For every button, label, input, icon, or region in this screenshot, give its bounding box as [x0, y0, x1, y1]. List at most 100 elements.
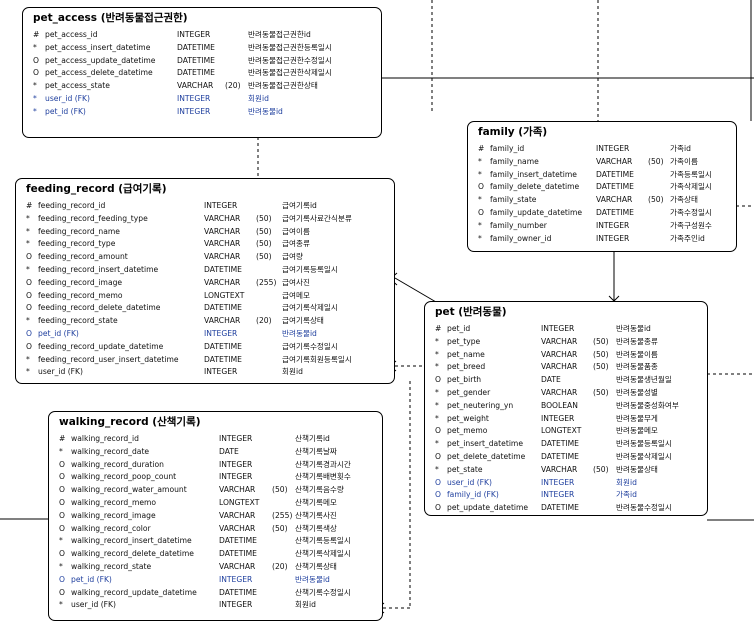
entity-walking-record[interactable]: walking_record (산책기록) #walking_record_id…	[48, 411, 383, 621]
column-type: VARCHAR	[541, 387, 578, 397]
column-length: (50)	[256, 213, 272, 223]
column-name: family_insert_datetime	[490, 169, 577, 179]
relationship-line	[613, 295, 620, 302]
column-type: VARCHAR	[541, 349, 578, 359]
column-comment: 급여이름	[282, 226, 310, 236]
column-name: pet_gender	[447, 387, 491, 397]
column-key-marker: *	[478, 195, 482, 205]
column-comment: 반려동물종류	[616, 336, 658, 346]
column-comment: 산책기록메모	[295, 497, 337, 507]
column-comment: 급여종류	[282, 239, 310, 249]
column-key-marker: O	[26, 290, 32, 300]
column-key-marker: O	[26, 341, 32, 351]
column-type: INTEGER	[204, 367, 238, 377]
column-comment: 회원id	[282, 367, 303, 377]
column-key-marker: O	[26, 328, 32, 338]
column-name: feeding_record_user_insert_datetime	[38, 354, 179, 364]
column-name: pet_insert_datetime	[447, 439, 523, 449]
column-name: pet_neutering_yn	[447, 400, 514, 410]
column-key-marker: *	[33, 93, 37, 103]
column-type: INTEGER	[596, 144, 630, 153]
column-name: pet_name	[447, 349, 485, 359]
column-type: DATE	[219, 446, 239, 456]
column-key-marker: #	[478, 144, 485, 153]
entity-feeding-record[interactable]: feeding_record (급여기록) #feeding_record_id…	[15, 178, 395, 384]
column-comment: 급여량	[282, 252, 303, 262]
column-type: DATETIME	[177, 42, 215, 52]
column-name: user_id (FK)	[71, 600, 116, 610]
column-length: (20)	[256, 316, 272, 326]
column-comment: 반려동물등록일시	[616, 439, 672, 449]
column-type: INTEGER	[596, 233, 630, 243]
column-type: INTEGER	[541, 413, 575, 423]
column-type: DATETIME	[541, 439, 579, 449]
column-type: VARCHAR	[219, 523, 256, 533]
column-comment: 반려동물이름	[616, 349, 658, 359]
column-comment: 산책기록음수량	[295, 485, 344, 495]
column-type: INTEGER	[219, 434, 253, 443]
